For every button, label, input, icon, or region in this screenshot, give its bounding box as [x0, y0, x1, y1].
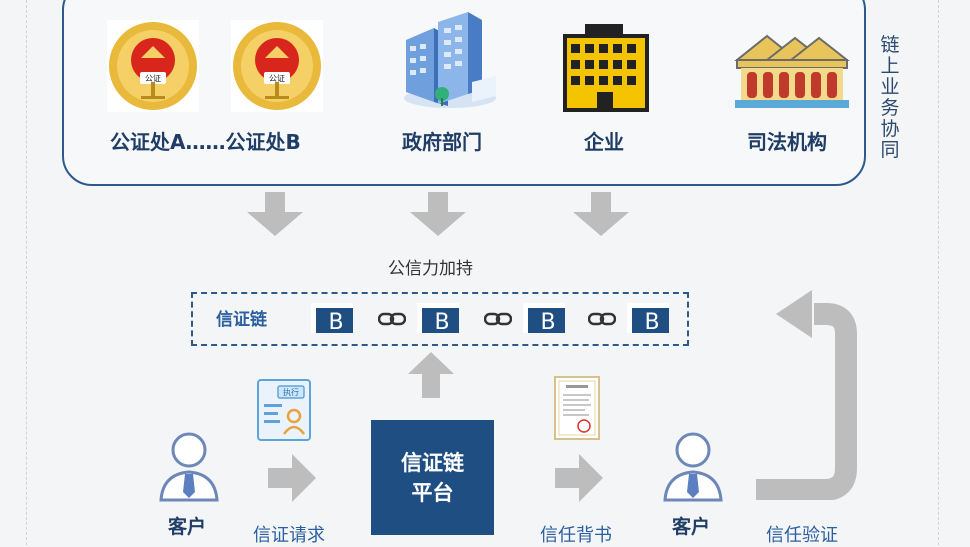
block-letter: B	[540, 310, 555, 333]
notary-label: 公证处A……公证处B	[110, 130, 301, 154]
endorse-label: 信任背书	[540, 525, 612, 546]
left-guide-line	[26, 0, 27, 545]
government-label: 政府部门	[402, 130, 482, 154]
request-doc-tag: 执行	[283, 388, 299, 397]
enterprise-label: 企业	[584, 130, 624, 154]
request-label: 信证请求	[253, 525, 325, 546]
chain-link-icon	[483, 311, 513, 327]
down-arrow-icon	[245, 192, 305, 237]
down-arrow-icon	[408, 192, 468, 237]
enterprise-building-icon	[559, 22, 653, 114]
side-label-char: 同	[880, 139, 900, 161]
customer-left-label: 客户	[168, 516, 207, 538]
national-emblem-icon: 公证	[231, 20, 323, 112]
verify-label: 信任验证	[766, 525, 838, 546]
side-label-char: 上	[880, 55, 900, 77]
request-document-icon: 执行	[256, 378, 316, 442]
side-label-char: 业	[880, 76, 900, 98]
chain-link-icon	[587, 311, 617, 327]
platform-line: 信证链	[401, 451, 464, 475]
judicial-label: 司法机构	[747, 130, 827, 154]
government-building-icon	[398, 10, 502, 110]
block-icon: B	[417, 303, 459, 335]
side-label-char: 务	[880, 97, 900, 119]
emblem-text: 公证	[145, 74, 161, 83]
block-icon: B	[627, 303, 669, 335]
block-letter: B	[434, 310, 449, 333]
right-arrow-icon	[553, 452, 605, 504]
side-label-char: 协	[880, 118, 900, 140]
judicial-institution-icon	[733, 34, 851, 110]
customer-icon	[661, 430, 725, 502]
customer-right-label: 客户	[672, 516, 711, 538]
up-arrow-icon	[406, 350, 456, 400]
chain-link-icon	[377, 311, 407, 327]
side-label-char: 链	[880, 34, 900, 56]
chain-box	[191, 292, 689, 346]
platform-line: 平台	[411, 481, 454, 505]
verify-return-arrow-icon	[750, 290, 860, 501]
customer-icon	[157, 430, 221, 502]
chain-collaboration-label: 链 上 业 务 协 同	[878, 35, 902, 161]
chain-label: 信证链	[216, 310, 267, 330]
platform-box: 信证链 平台	[371, 420, 494, 535]
emblem-text: 公证	[269, 74, 285, 83]
block-icon: B	[311, 303, 353, 335]
block-letter: B	[328, 310, 343, 333]
right-guide-line	[938, 0, 939, 545]
block-icon: B	[523, 303, 565, 335]
block-letter: B	[644, 310, 659, 333]
national-emblem-icon: 公证	[107, 20, 199, 112]
credibility-label: 公信力加持	[388, 259, 473, 279]
certificate-icon	[552, 374, 602, 442]
down-arrow-icon	[571, 192, 631, 237]
right-arrow-icon	[266, 452, 318, 504]
